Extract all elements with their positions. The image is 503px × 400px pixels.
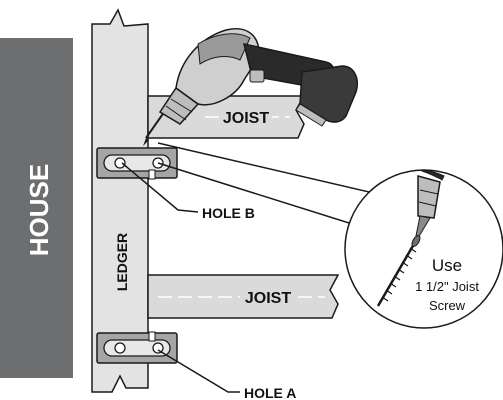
callout-line-bottom	[157, 162, 366, 229]
callout-screw-threads	[381, 247, 417, 302]
callout-line-top	[157, 142, 396, 199]
leader-hole-a	[157, 349, 240, 393]
callout-drill-body	[419, 169, 445, 181]
bracket-upper-notch	[148, 169, 156, 180]
leader-lines	[121, 142, 396, 393]
bracket-lower-hole-right	[152, 342, 164, 354]
drill-chuck-rib1	[165, 105, 187, 121]
callout-chuck-rib2	[418, 201, 437, 207]
bracket-lower	[96, 331, 178, 364]
drill-battery	[299, 65, 358, 123]
callout-chuck-rib1	[419, 189, 439, 195]
drill-chuck-rib2	[170, 98, 193, 113]
magnified-drill-bit-icon	[376, 169, 445, 307]
ledger-board: LEDGER	[91, 8, 149, 393]
joist-bottom-label-bg	[240, 288, 296, 306]
cordless-drill-icon	[143, 27, 358, 146]
hole-a-label: HOLE A	[244, 385, 296, 400]
bracket-lower-notch	[148, 331, 156, 342]
joist-top-label: JOIST	[223, 110, 269, 127]
drill-battery-cap	[295, 103, 327, 127]
callout-text-joist: 1 1/2" Joist	[415, 279, 479, 294]
leader-hole-b	[121, 162, 199, 213]
hole-b-label: HOLE B	[202, 205, 255, 221]
magnified-callout: Use 1 1/2" Joist Screw	[344, 169, 503, 329]
callout-text-use: Use	[432, 256, 462, 275]
drill-trigger	[249, 69, 265, 83]
house-wall-shape	[0, 38, 73, 378]
callout-screw-head	[411, 235, 421, 247]
house-label: HOUSE	[24, 164, 54, 256]
callout-drill-chuck	[417, 175, 441, 219]
drill-bit-tip	[143, 138, 149, 146]
bracket-upper-hole-left	[114, 157, 126, 169]
joist-bottom-label: JOIST	[245, 290, 291, 307]
bracket-upper	[96, 147, 178, 180]
bracket-lower-hole-left	[114, 342, 126, 354]
house-wall: HOUSE	[0, 38, 73, 378]
ledger-shape	[91, 8, 149, 393]
drill-body-shade	[197, 33, 251, 65]
joist-top-label-bg	[220, 108, 272, 126]
ledger-label: LEDGER	[114, 233, 130, 291]
callout-text-screw: Screw	[429, 298, 466, 313]
joist-bottom: JOIST	[147, 274, 340, 319]
callout-screw-shaft	[376, 243, 416, 307]
